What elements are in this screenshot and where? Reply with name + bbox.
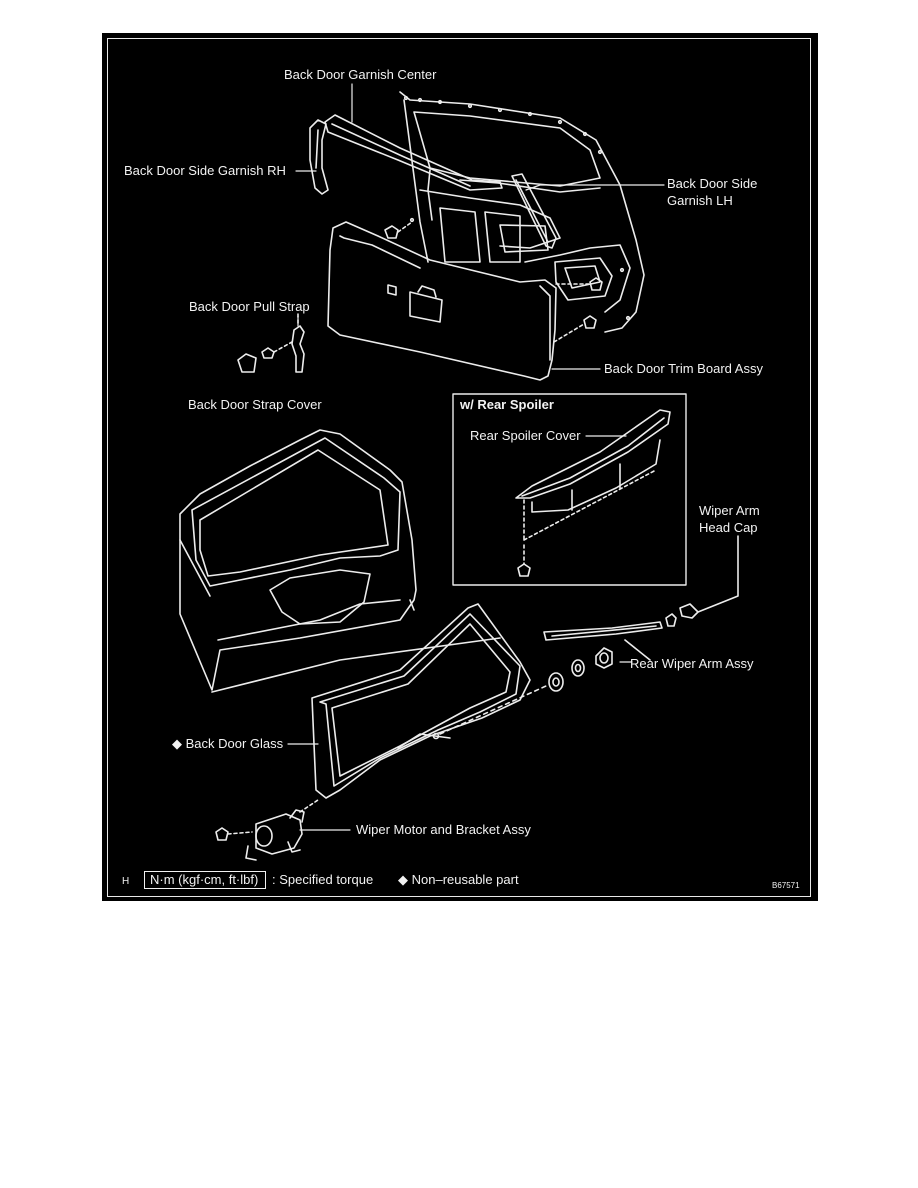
diagram-frame (102, 33, 818, 901)
back-door-outer-panel (179, 429, 501, 693)
wiper-motor-part (215, 799, 319, 861)
glass-to-washer-leader (439, 685, 547, 735)
label-side-garnish-lh-1: Back Door Side (667, 176, 758, 191)
label-trim-board: Back Door Trim Board Assy (604, 361, 763, 376)
label-wiper-motor: Wiper Motor and Bracket Assy (356, 822, 531, 837)
trim-board-part (327, 221, 557, 381)
label-strap-cover: Back Door Strap Cover (188, 397, 322, 412)
side-garnish-lh-part (511, 173, 557, 249)
trim-board-clips (384, 221, 603, 343)
rear-wiper-arm-part (543, 621, 663, 661)
legend-nonreusable: ◆ Non–reusable part (398, 872, 519, 887)
legend-torque-text: : Specified torque (272, 872, 374, 887)
back-door-glass-part (311, 603, 531, 799)
diagram-border (107, 38, 811, 897)
label-leader-lines (287, 83, 665, 831)
label-rear-spoiler-title: w/ Rear Spoiler (460, 397, 554, 412)
label-side-garnish-lh-2: Garnish LH (667, 193, 733, 208)
rear-spoiler-inset-box (452, 393, 687, 586)
strap-cover-part (237, 353, 257, 373)
label-garnish-center: Back Door Garnish Center (284, 67, 437, 82)
legend-torque-unit: N·m (kgf·cm, ft·lbf) (150, 872, 259, 887)
wiper-pivot-parts (548, 647, 613, 692)
label-pull-strap: Back Door Pull Strap (189, 299, 310, 314)
label-rear-spoiler-cover: Rear Spoiler Cover (470, 428, 581, 443)
wiper-head-cap-part (665, 535, 739, 627)
rear-spoiler-part (515, 409, 671, 577)
label-rear-wiper-arm: Rear Wiper Arm Assy (630, 656, 754, 671)
side-garnish-rh-part (309, 119, 329, 195)
label-door-glass: ◆ Back Door Glass (172, 736, 284, 751)
legend-figure-id: B67571 (772, 881, 800, 890)
label-wiper-cap-2: Head Cap (699, 520, 758, 535)
back-door-inner-panel (399, 91, 645, 333)
label-side-garnish-rh: Back Door Side Garnish RH (124, 163, 286, 178)
legend-torque-box: N·m (kgf·cm, ft·lbf) (144, 871, 266, 889)
garnish-center-part (324, 114, 503, 191)
label-wiper-cap-1: Wiper Arm (699, 503, 760, 518)
legend-corner-code: H (122, 876, 130, 887)
